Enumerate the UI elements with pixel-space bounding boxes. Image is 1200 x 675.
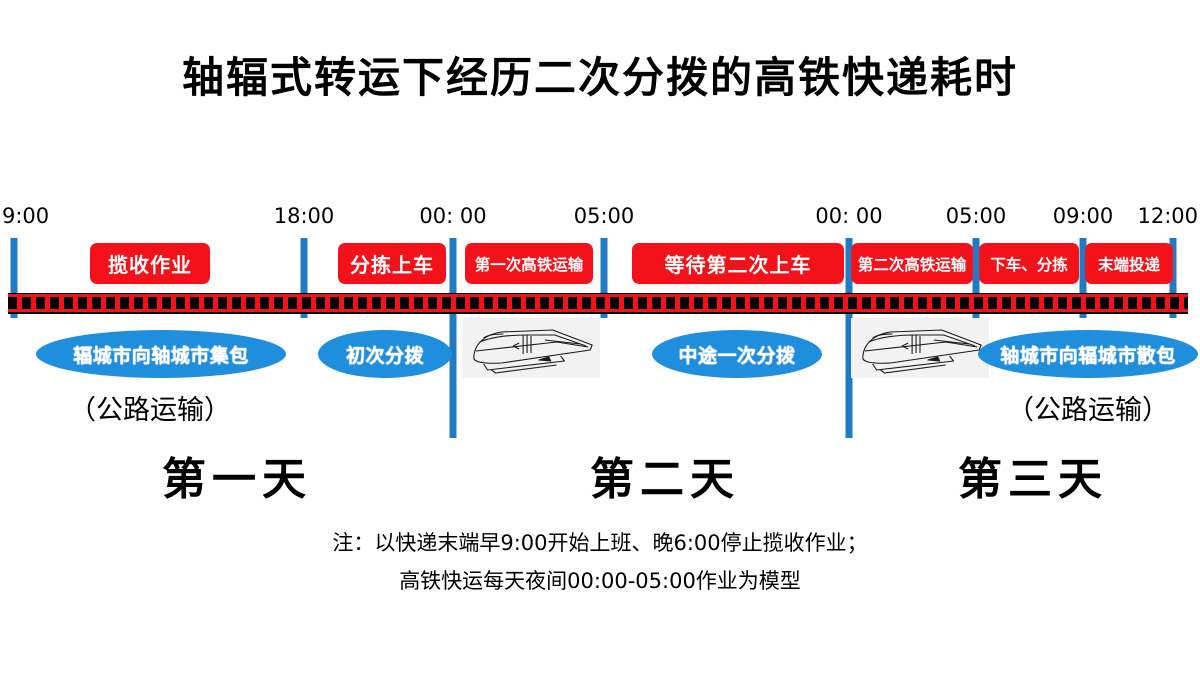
stage-box: 末端投递 [1085, 243, 1173, 284]
callout-ellipse: 初次分拨 [318, 330, 452, 378]
time-tick [600, 238, 608, 318]
callout-ellipse: 轴城市向辐城市散包 [978, 330, 1198, 378]
time-label: 05:00 [573, 204, 635, 228]
sub-caption: （公路运输） [1007, 395, 1169, 426]
time-label: 9:00 [2, 204, 50, 228]
time-tick [300, 238, 308, 318]
time-label: 12:00 [1137, 204, 1198, 228]
stage-box: 第一次高铁运输 [465, 243, 593, 284]
time-tick [1169, 238, 1177, 318]
stage-box: 揽收作业 [90, 243, 210, 284]
stage-box: 下车、分拣 [979, 243, 1079, 284]
callout-ellipse: 辐城市向轴城市集包 [36, 330, 286, 378]
day-label: 第三天 [958, 454, 1108, 505]
stage-box: 等待第二次上车 [632, 243, 844, 284]
time-tick [972, 238, 980, 318]
time-tick [1079, 238, 1087, 318]
day-label: 第一天 [162, 454, 312, 505]
footnote: 注：以快递末端早9:00开始上班、晚6:00停止揽收作业； 高铁快运每天夜间00… [0, 524, 1200, 600]
callout-ellipse: 中途一次分拨 [652, 330, 822, 378]
time-label: 00: 00 [815, 204, 883, 228]
sub-caption: （公路运输） [69, 395, 231, 426]
train-illustration-second-leg [851, 318, 989, 378]
time-label: 09:00 [1052, 204, 1114, 228]
footnote-line-2: 高铁快运每天夜间00:00-05:00作业为模型 [399, 569, 801, 593]
time-label: 05:00 [945, 204, 1007, 228]
footnote-line-1: 注：以快递末端早9:00开始上班、晚6:00停止揽收作业； [332, 531, 868, 555]
railway-track [8, 294, 1188, 312]
time-label: 18:00 [273, 204, 335, 228]
day-label: 第二天 [590, 454, 740, 505]
train-illustration-first-leg [462, 318, 600, 378]
time-label: 00: 00 [419, 204, 487, 228]
page-title: 轴辐式转运下经历二次分拨的高铁快递耗时 [181, 53, 1018, 102]
stage-box: 第二次高铁运输 [851, 243, 973, 284]
time-tick [10, 238, 18, 318]
day-boundary-tick [449, 238, 457, 438]
day-boundary-tick [845, 238, 853, 438]
track-rail-bottom [8, 312, 1188, 314]
stage-box: 分拣上车 [338, 243, 446, 284]
